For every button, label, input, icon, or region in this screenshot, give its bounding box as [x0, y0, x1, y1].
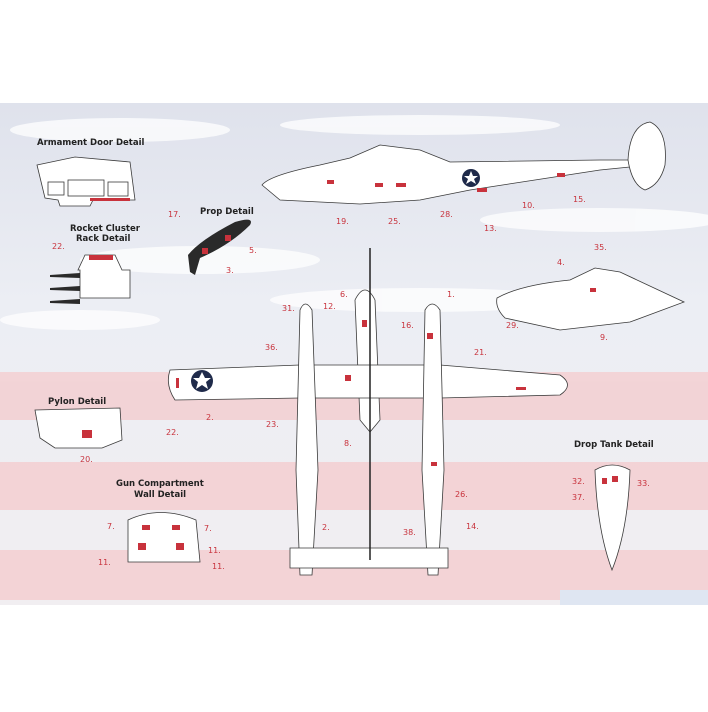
callout: 21. [474, 348, 487, 357]
callout: 12. [323, 302, 336, 311]
rockets [50, 273, 80, 304]
callout: 13. [484, 224, 497, 233]
callout: 11. [208, 546, 221, 555]
side-view-aircraft [261, 144, 652, 205]
callout: 37. [572, 493, 585, 502]
callout: 16. [401, 321, 414, 330]
callout: 29. [506, 321, 519, 330]
callout: 3. [226, 266, 234, 275]
gun-compartment-drawing [127, 512, 201, 563]
line-art [34, 121, 686, 576]
decal-markers [82, 173, 618, 550]
prop-detail-title: Prop Detail [200, 207, 254, 217]
rocket-rack-drawing [77, 254, 131, 299]
callout: 25. [388, 217, 401, 226]
callout: 2. [322, 523, 330, 532]
callout: 1. [447, 290, 455, 299]
callout: 11. [98, 558, 111, 567]
rocket-rack-title-2: Rack Detail [76, 234, 131, 244]
callout: 9. [600, 333, 608, 342]
rocket-rack-title-1: Rocket Cluster [70, 224, 140, 234]
callout: 33. [637, 479, 650, 488]
drop-tank-drawing [594, 464, 631, 572]
callout: 23. [266, 420, 279, 429]
tail-fin [627, 121, 666, 191]
star-insignia [191, 169, 480, 392]
callout: 14. [466, 522, 479, 531]
callout: 2. [206, 413, 214, 422]
clouds [0, 115, 708, 330]
pylon-title: Pylon Detail [48, 397, 107, 407]
callout: 22. [166, 428, 179, 437]
callout: 19. [336, 217, 349, 226]
gun-wall-title-2: Wall Detail [134, 490, 187, 500]
gun-wall-title-1: Gun Compartment [116, 479, 204, 489]
callout: 7. [107, 522, 115, 531]
callout: 10. [522, 201, 535, 210]
callout: 31. [282, 304, 295, 313]
callout: 6. [340, 290, 348, 299]
callout: 8. [344, 439, 352, 448]
horizontal-stabilizer [289, 547, 449, 569]
callout: 22. [52, 242, 65, 251]
callout: 32. [572, 477, 585, 486]
wing [167, 364, 568, 401]
callout: 26. [455, 490, 468, 499]
callout: 20. [80, 455, 93, 464]
callout: 28. [440, 210, 453, 219]
right-boom [421, 303, 445, 576]
callout: 4. [557, 258, 565, 267]
prop-blade [188, 219, 251, 275]
callout: 35. [594, 243, 607, 252]
callout: 7. [204, 524, 212, 533]
flag-blue-edge [560, 590, 708, 605]
drop-tank-title: Drop Tank Detail [574, 440, 654, 450]
callout: 17. [168, 210, 181, 219]
callout: 5. [249, 246, 257, 255]
callout: 38. [403, 528, 416, 537]
callout: 15. [573, 195, 586, 204]
callout: 36. [265, 343, 278, 352]
nacelle-side-view [496, 267, 686, 331]
left-boom [295, 303, 319, 576]
armament-door-title: Armament Door Detail [37, 138, 145, 148]
callout: 11. [212, 562, 225, 571]
pylon-drawing [34, 407, 123, 449]
